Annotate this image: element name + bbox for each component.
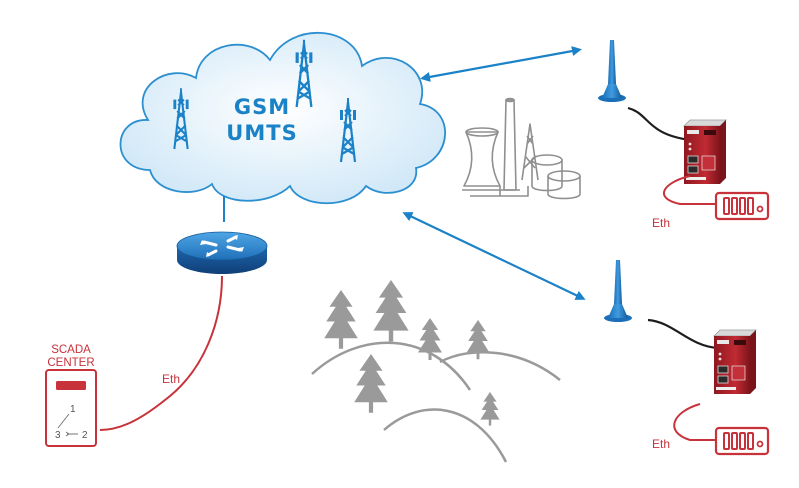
scada-terminal-icon [45,369,97,447]
antenna-icon [598,40,626,102]
cloud-icon [119,31,446,205]
site2-eth-cable [673,403,716,441]
power-plant-icon [462,97,581,200]
site1-eth-cable [663,175,716,205]
scada-node-3: 3 [55,430,61,441]
site2-eth-label: Eth [652,437,670,451]
network-label-gsm: GSM [234,95,290,119]
router-icon [176,231,268,274]
antenna-cable-site1 [627,106,691,142]
scada-eth-cable [99,275,223,431]
plc-device-icon [714,426,770,456]
antenna-cable-site2 [647,318,719,350]
scada-label-line1: SCADA [51,344,91,356]
plc-device-icon [714,191,770,221]
scada-node-1: 1 [70,404,76,415]
site1-eth-label: Eth [652,216,670,230]
industrial-router-icon [713,329,757,395]
wireless-link-site2 [402,212,586,300]
antenna-icon [604,260,632,322]
scada-label-line2: CENTER [47,357,94,369]
network-label-umts: UMTS [226,121,297,145]
scada-eth-label: Eth [162,372,180,386]
industrial-router-icon [683,119,727,185]
wireless-link-site1 [420,46,582,82]
scada-node-2: 2 [82,430,88,441]
forest-hills-icon [311,280,561,463]
